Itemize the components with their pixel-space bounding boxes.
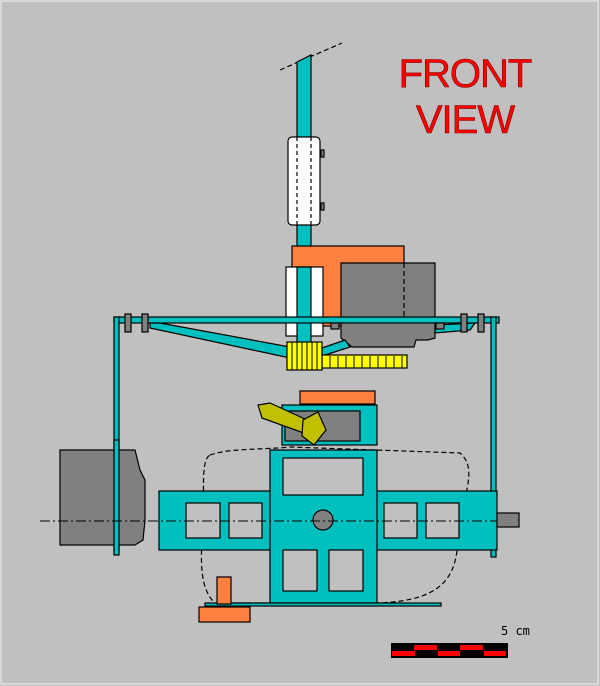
- title-line-2: VIEW: [415, 98, 516, 143]
- top-motor: [340, 262, 436, 348]
- mast-clamp: [287, 136, 321, 226]
- base-plate: [204, 602, 442, 607]
- mast-lower: [296, 266, 312, 348]
- axle-nut: [496, 512, 520, 528]
- top-crossbar: [113, 316, 500, 324]
- gear-teeth: [291, 342, 403, 370]
- center-shaft: [312, 509, 334, 531]
- small-gear: [286, 341, 323, 371]
- clamp-screw: [320, 202, 325, 211]
- title-line-1: FRONT: [398, 52, 532, 97]
- servo-horn: [301, 411, 327, 446]
- orange-post: [216, 576, 232, 605]
- scale-bar: [391, 643, 508, 658]
- orange-gear: [198, 606, 251, 623]
- left-strut: [149, 322, 291, 359]
- frame-bolts: [124, 313, 485, 333]
- right-leg: [490, 316, 497, 558]
- left-plate: [113, 439, 120, 556]
- clamp-screw: [320, 149, 325, 158]
- left-motor: [59, 449, 146, 546]
- center-strut: [321, 339, 351, 357]
- spring-bar: [299, 390, 376, 405]
- scale-label: 5 cm: [501, 624, 530, 638]
